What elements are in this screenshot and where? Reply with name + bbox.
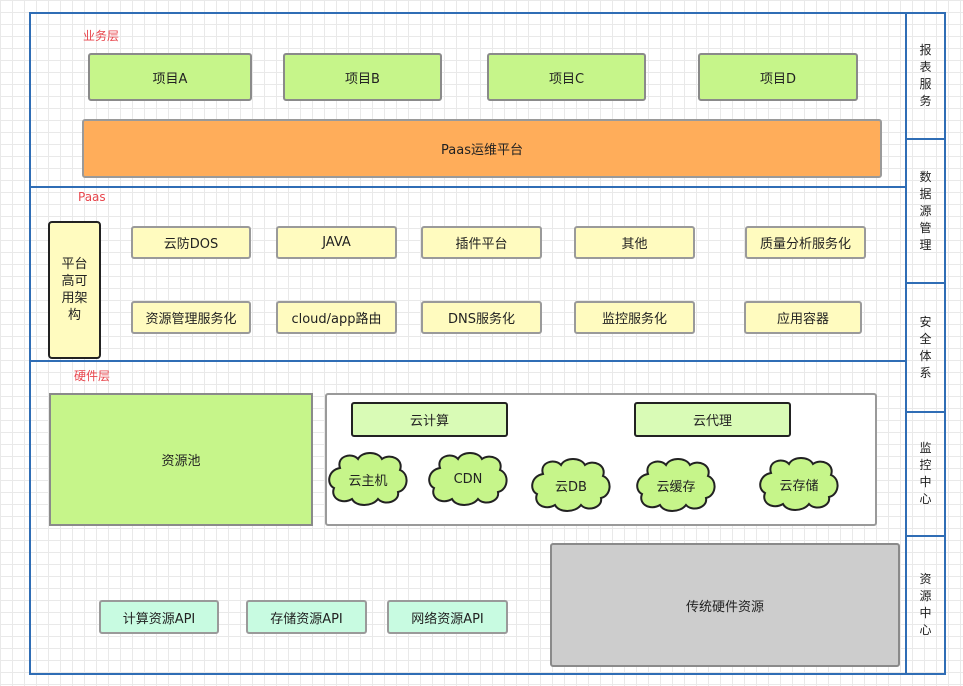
compute-api-box: 计算资源API <box>99 600 219 634</box>
sidebar-divider-3 <box>905 411 946 413</box>
cloud-cache-label: 云缓存 <box>656 479 696 495</box>
platform-ha-architecture-box: 平台高可用架构 <box>48 221 101 359</box>
sidebar-data-source-management-label: 数据源管理 <box>919 169 932 252</box>
quality-analysis-box: 质量分析服务化 <box>745 226 866 259</box>
dns-service-box: DNS服务化 <box>421 301 542 334</box>
cloud-shape-icon <box>531 458 611 512</box>
resource-management-box: 资源管理服务化 <box>131 301 251 334</box>
cloud-host-label: 云主机 <box>348 473 388 489</box>
business-layer-label: 业务层 <box>83 29 120 43</box>
project-b-box: 项目B <box>283 53 442 101</box>
hardware-layer-label: 硬件层 <box>74 369 111 383</box>
sidebar-divider-2 <box>905 282 946 284</box>
traditional-hardware-box: 传统硬件资源 <box>550 543 900 667</box>
cloud-app-routing-box: cloud/app路由 <box>276 301 397 334</box>
cloud-db-label: 云DB <box>555 479 587 495</box>
sidebar-resource-center-label: 资源中心 <box>919 572 932 637</box>
cloud-shape-icon <box>636 458 716 512</box>
cdn-cloud: CDN <box>426 450 510 508</box>
cloud-db-cloud: 云DB <box>529 456 613 514</box>
plugin-platform-box: 插件平台 <box>421 226 542 259</box>
sidebar-security-system: 安全体系 <box>907 284 944 411</box>
sidebar-divider <box>905 12 907 675</box>
sidebar-divider-1 <box>905 138 946 140</box>
project-c-box: 项目C <box>487 53 646 101</box>
cloud-host-cloud: 云主机 <box>326 450 410 508</box>
platform-ha-architecture-label: 平台高可用架构 <box>61 257 88 323</box>
sidebar-monitoring-center-label: 监控中心 <box>919 441 932 506</box>
other-box: 其他 <box>574 226 695 259</box>
sidebar-monitoring-center: 监控中心 <box>907 413 944 535</box>
cloud-storage-label: 云存储 <box>779 478 819 494</box>
cloud-cache-cloud: 云缓存 <box>634 456 718 514</box>
paas-layer-label: Paas <box>78 190 106 204</box>
anti-dos-box: 云防DOS <box>131 226 251 259</box>
java-box: JAVA <box>276 226 397 259</box>
sidebar-security-system-label: 安全体系 <box>919 314 932 380</box>
business-paas-divider <box>29 186 907 188</box>
paas-ops-platform-box: Paas运维平台 <box>82 119 882 178</box>
cloud-proxy-box: 云代理 <box>634 402 791 437</box>
sidebar-resource-center: 资源中心 <box>907 537 944 673</box>
app-container-box: 应用容器 <box>744 301 862 334</box>
cloud-shape-icon <box>428 452 508 506</box>
sidebar-report-service-label: 报表服务 <box>919 43 932 108</box>
cloud-compute-box: 云计算 <box>351 402 508 437</box>
paas-hardware-divider <box>29 360 907 362</box>
network-api-box: 网络资源API <box>387 600 508 634</box>
cloud-storage-cloud: 云存储 <box>757 455 841 513</box>
monitoring-service-box: 监控服务化 <box>574 301 695 334</box>
sidebar-report-service: 报表服务 <box>907 14 944 138</box>
architecture-frame <box>29 12 946 675</box>
project-a-box: 项目A <box>88 53 252 101</box>
storage-api-box: 存储资源API <box>246 600 367 634</box>
cloud-shape-icon <box>759 457 839 511</box>
sidebar-divider-4 <box>905 535 946 537</box>
resource-pool-box: 资源池 <box>49 393 313 526</box>
project-d-box: 项目D <box>698 53 858 101</box>
cloud-shape-icon <box>328 452 408 506</box>
cdn-label: CDN <box>453 471 483 487</box>
sidebar-data-source-management: 数据源管理 <box>907 140 944 282</box>
